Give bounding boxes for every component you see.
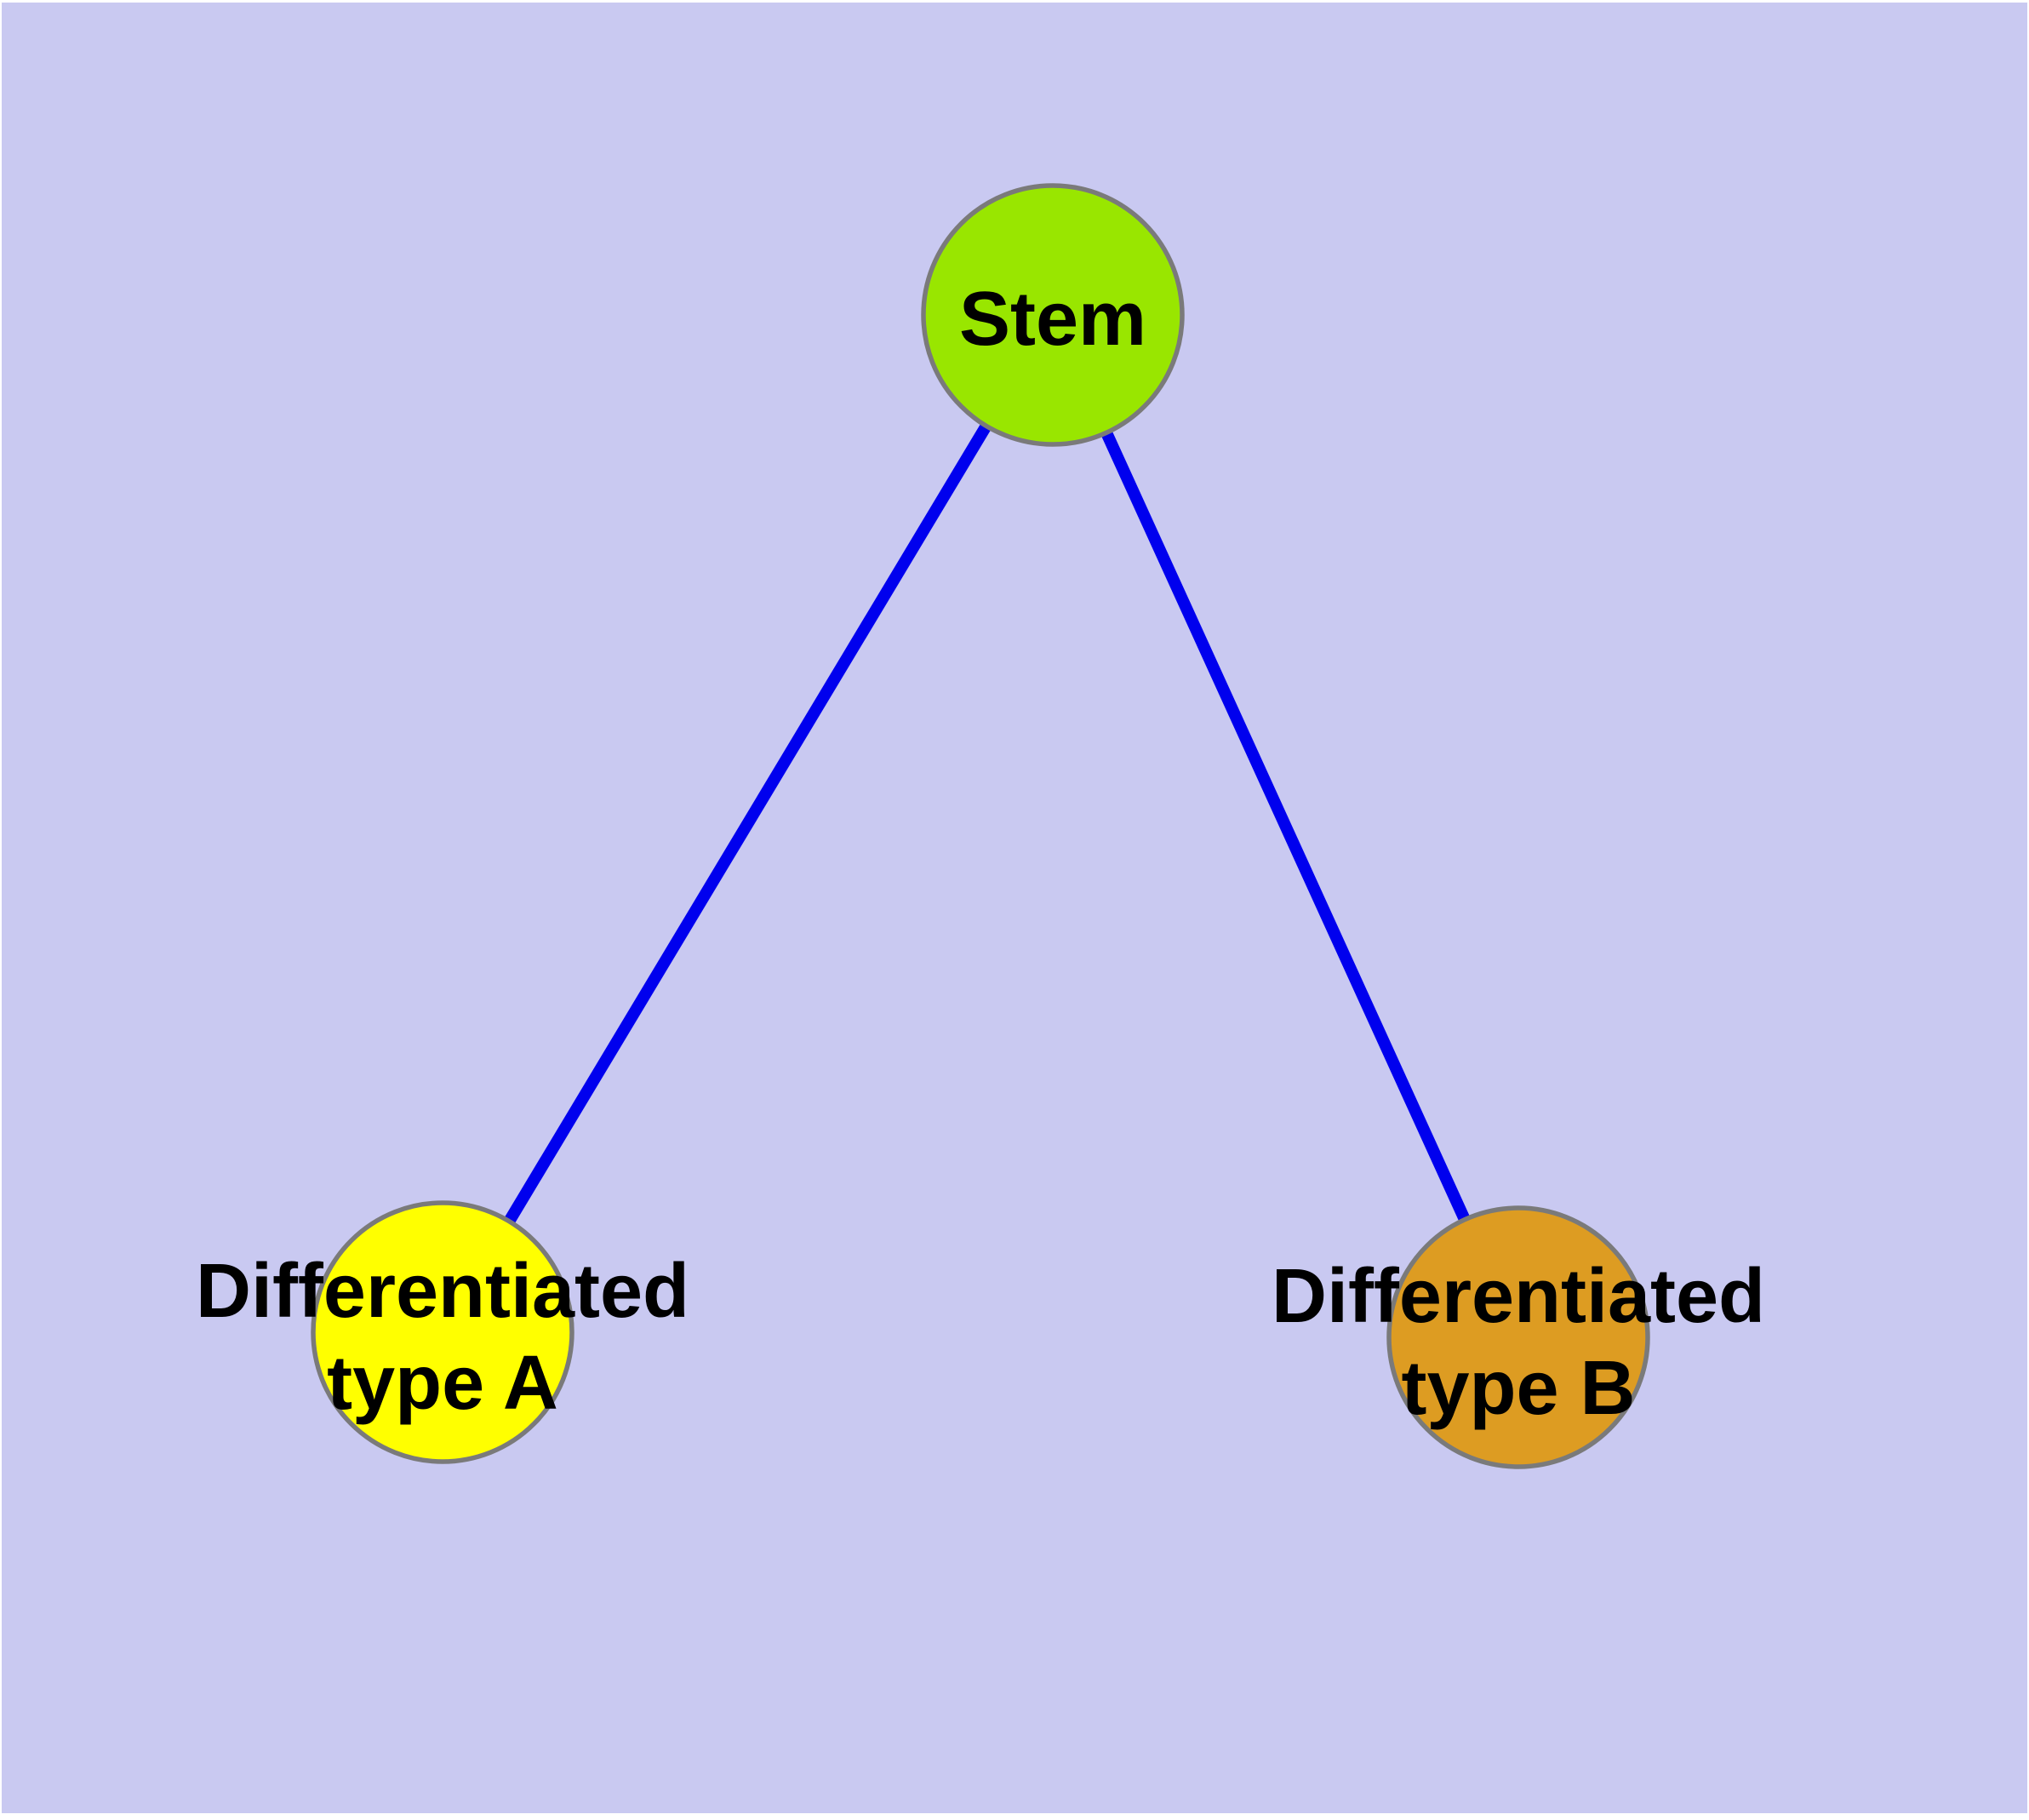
node-type-a-label-line1: Differentiated (196, 1249, 689, 1334)
node-type-a-label-line2: type A (327, 1341, 558, 1426)
node-type-b-circle (1386, 1205, 1650, 1469)
node-type-b: Differentiated type B (1272, 1205, 1765, 1469)
node-type-a-circle (311, 1200, 574, 1464)
node-stem-label: Stem (959, 277, 1146, 362)
node-type-b-label-line2: type B (1401, 1346, 1635, 1431)
edge-stem-to-type-a (437, 312, 1059, 1336)
node-stem-circle (921, 183, 1185, 447)
edge-stem-to-type-b (1047, 312, 1524, 1340)
node-stem: Stem (921, 183, 1185, 447)
node-type-b-label-line1: Differentiated (1272, 1254, 1765, 1339)
node-type-a: Differentiated type A (196, 1200, 689, 1464)
